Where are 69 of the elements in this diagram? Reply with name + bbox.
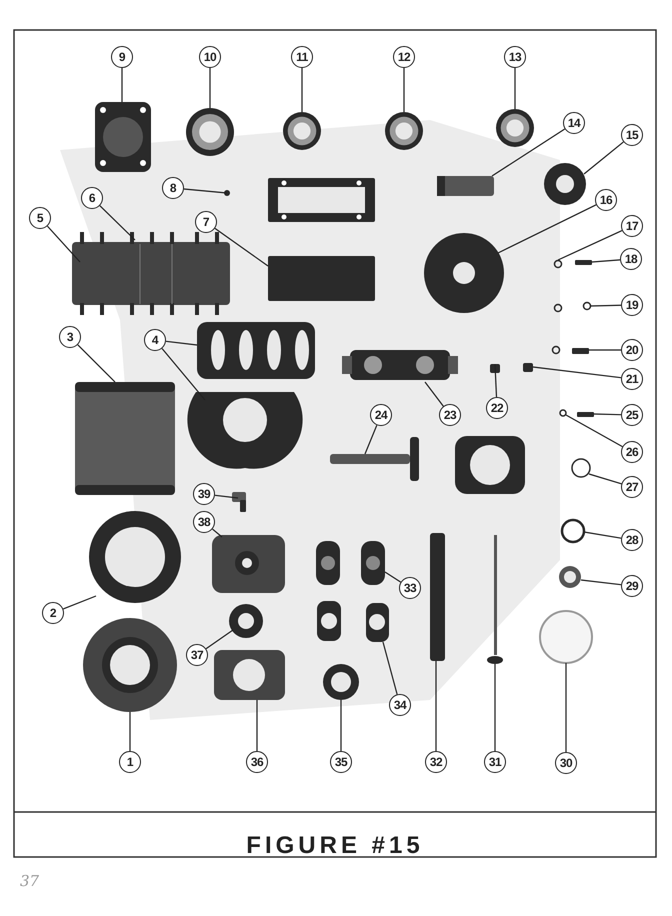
leader-line — [99, 205, 136, 240]
callout-number: 18 — [620, 248, 642, 270]
callout-number: 12 — [393, 46, 415, 68]
callout-number: 29 — [621, 575, 643, 597]
callout-number: 9 — [111, 46, 133, 68]
callout-number: 1 — [119, 751, 141, 773]
leader-line — [594, 413, 622, 416]
leader-line — [592, 259, 620, 263]
leader-line — [584, 531, 622, 539]
callout-number: 27 — [621, 476, 643, 498]
leader-line — [590, 304, 622, 307]
callout-number: 14 — [563, 112, 585, 134]
leader-line — [566, 414, 623, 448]
leader-line — [206, 630, 234, 650]
callout-number: 19 — [621, 294, 643, 316]
leader-line — [384, 572, 402, 583]
callout-number: 5 — [29, 207, 51, 229]
leader-line — [214, 228, 268, 266]
leader-line — [589, 349, 621, 351]
leader-line — [364, 424, 378, 454]
leader-line — [214, 494, 238, 499]
leader-line — [129, 712, 131, 751]
leader-line — [121, 68, 123, 102]
leader-line — [494, 364, 498, 398]
leader-line — [46, 226, 80, 262]
callout-number: 28 — [621, 529, 643, 551]
leader-line — [424, 382, 444, 407]
callout-number: 21 — [621, 368, 643, 390]
callout-number: 13 — [504, 46, 526, 68]
leader-line — [494, 664, 496, 751]
leader-line — [256, 700, 258, 751]
callout-number: 17 — [621, 215, 643, 237]
leader-line — [63, 595, 96, 610]
callout-number: 31 — [484, 751, 506, 773]
leader-line — [584, 141, 624, 174]
callout-number: 2 — [42, 602, 64, 624]
callout-number: 10 — [199, 46, 221, 68]
callout-number: 3 — [59, 326, 81, 348]
leader-line — [340, 700, 342, 751]
leader-line — [580, 579, 622, 586]
page-number: 37 — [20, 872, 40, 890]
leader-line — [77, 344, 116, 382]
leader-line — [492, 128, 566, 176]
leader-line — [209, 68, 211, 108]
leader-line — [435, 661, 437, 751]
leader-line — [301, 68, 303, 112]
leader-line — [532, 366, 622, 378]
leader-line — [565, 663, 567, 752]
callout-number: 11 — [291, 46, 313, 68]
leader-line — [514, 68, 516, 109]
callout-number: 30 — [555, 752, 577, 774]
leader-line — [166, 340, 198, 346]
figure-title: FIGURE #15 — [245, 832, 425, 860]
callout-number: 35 — [330, 751, 352, 773]
leader-line — [588, 473, 622, 484]
leader-line — [403, 68, 405, 112]
callout-number: 15 — [621, 124, 643, 146]
leader-line — [162, 348, 206, 400]
callout-number: 26 — [621, 441, 643, 463]
leader-line — [498, 204, 596, 254]
callout-number: 25 — [621, 404, 643, 426]
callout-number: 36 — [246, 751, 268, 773]
leader-line — [382, 642, 398, 695]
callout-number: 32 — [425, 751, 447, 773]
callout-number: 20 — [621, 339, 643, 361]
leader-line — [212, 528, 222, 538]
callout-number: 16 — [595, 189, 617, 211]
leader-line — [184, 188, 228, 194]
leader-line — [558, 230, 622, 261]
